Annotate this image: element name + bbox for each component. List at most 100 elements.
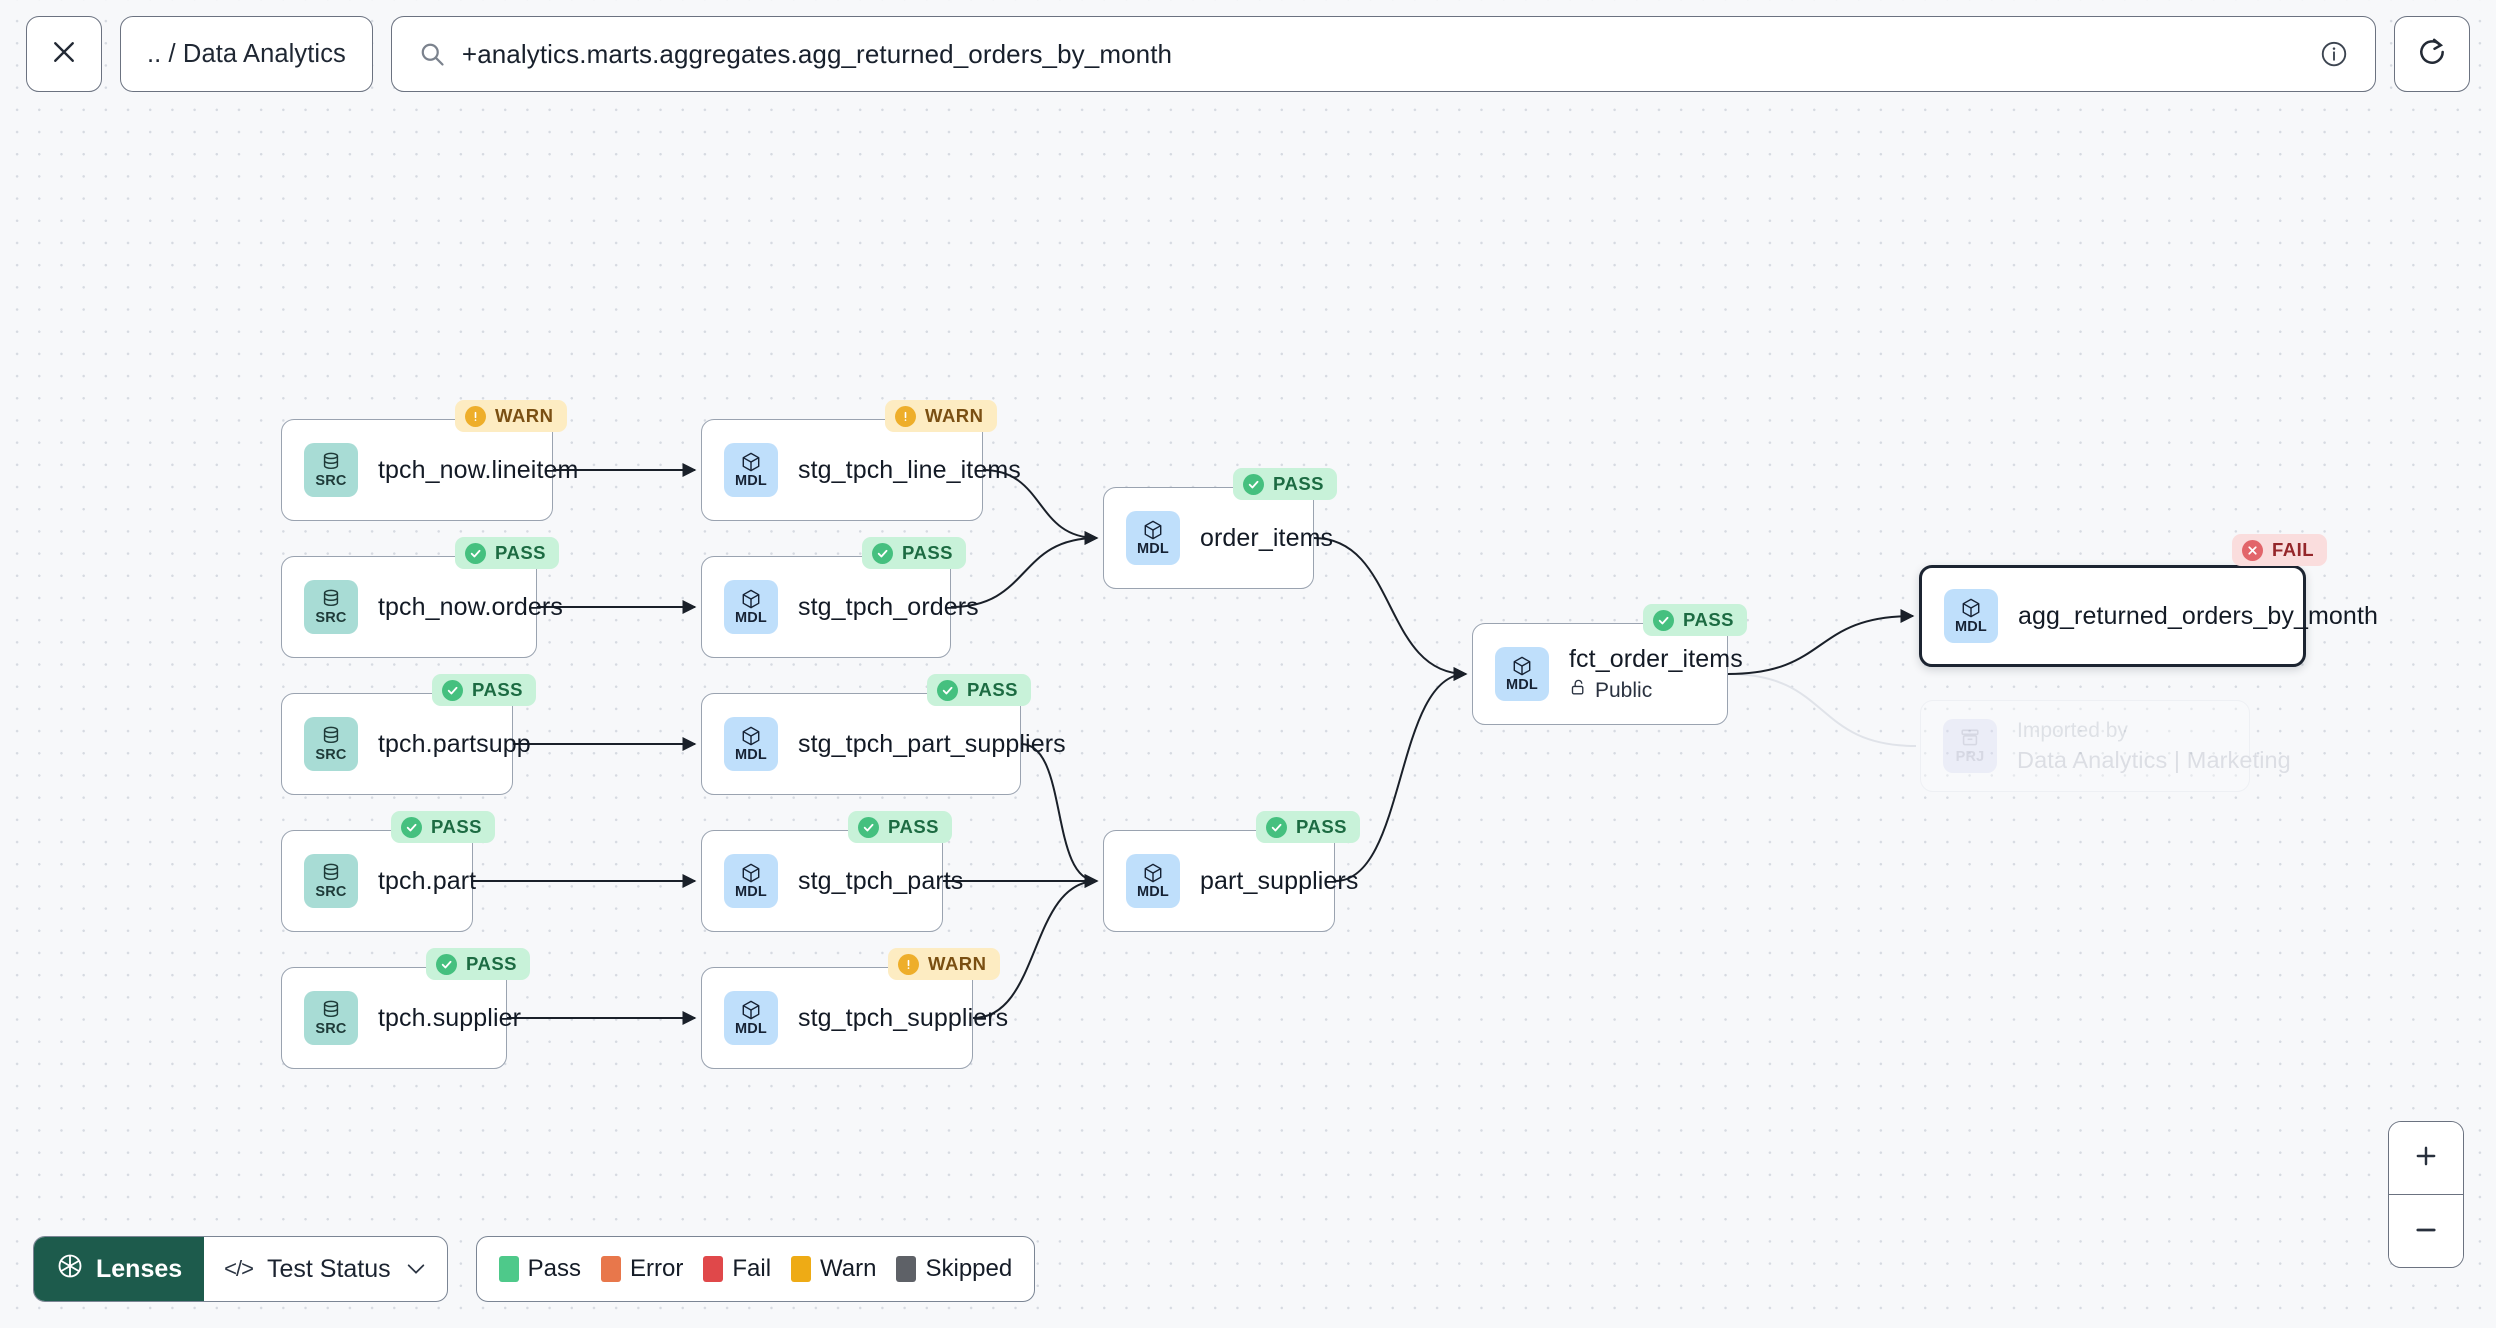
legend-item-error[interactable]: Error <box>601 1255 683 1283</box>
refresh-button[interactable] <box>2394 16 2470 92</box>
status-badge-pass[interactable]: PASS <box>927 674 1032 706</box>
status-badge-label: WARN <box>925 405 984 426</box>
status-badge-pass[interactable]: PASS <box>455 537 560 569</box>
info-icon[interactable] <box>2319 39 2349 69</box>
cube-icon <box>740 725 762 747</box>
node-title: tpch_now.orders <box>378 592 563 621</box>
status-badge-label: PASS <box>431 816 483 837</box>
graph-node-stg_orders[interactable]: MDL stg_tpch_orders <box>701 556 979 658</box>
node-title: part_suppliers <box>1200 866 1359 895</box>
test-status-dropdown[interactable]: </> Test Status <box>204 1237 446 1301</box>
node-text: tpch.supplier <box>378 1004 521 1033</box>
archive-icon <box>1959 727 1981 749</box>
node-title: stg_tpch_part_suppliers <box>798 729 1066 758</box>
node-kind-label: SRC <box>315 473 347 490</box>
node-kind-badge-src: SRC <box>304 991 358 1045</box>
status-badge-pass[interactable]: PASS <box>432 674 537 706</box>
status-badge-pass[interactable]: PASS <box>862 537 967 569</box>
node-kind-badge-mdl: MDL <box>724 717 778 771</box>
legend-item-fail[interactable]: Fail <box>703 1255 771 1283</box>
status-badge-pass[interactable]: PASS <box>391 811 496 843</box>
zoom-out-button[interactable] <box>2389 1195 2463 1267</box>
lenses-button[interactable]: Lenses <box>34 1237 205 1301</box>
search-input[interactable]: +analytics.marts.aggregates.agg_returned… <box>461 38 1173 69</box>
legend-label: Skipped <box>925 1255 1013 1282</box>
node-title: agg_returned_orders_by_month <box>2018 601 2378 630</box>
status-badge-label: FAIL <box>2272 539 2315 560</box>
minus-icon <box>2412 1216 2440 1247</box>
status-badge-fail[interactable]: FAIL <box>2232 534 2328 566</box>
node-kind-label: MDL <box>734 610 767 627</box>
legend-item-skipped[interactable]: Skipped <box>896 1255 1012 1283</box>
breadcrumb[interactable]: .. / Data Analytics <box>120 16 373 92</box>
legend-item-warn[interactable]: Warn <box>791 1255 876 1283</box>
check-icon <box>1243 473 1264 495</box>
node-visibility-label: Public <box>1595 678 1653 702</box>
legend-label: Warn <box>820 1255 877 1282</box>
status-badge-pass[interactable]: PASS <box>848 811 953 843</box>
exclaim-icon <box>898 953 919 975</box>
top-toolbar: .. / Data Analytics +analytics.marts.agg… <box>0 0 2496 108</box>
status-badge-pass[interactable]: PASS <box>1643 604 1748 636</box>
status-badge-pass[interactable]: PASS <box>1256 811 1361 843</box>
search-icon <box>418 40 446 68</box>
lenses-group: Lenses </> Test Status <box>33 1236 448 1302</box>
legend-swatch <box>498 1256 519 1282</box>
graph-node-src_supplier[interactable]: SRC tpch.supplier <box>281 967 521 1069</box>
lenses-label: Lenses <box>96 1254 183 1283</box>
status-badge-label: PASS <box>466 953 518 974</box>
status-badge-warn[interactable]: WARN <box>885 400 997 432</box>
node-title: stg_tpch_line_items <box>798 455 1021 484</box>
status-badge-label: PASS <box>1273 473 1325 494</box>
graph-node-stg_line[interactable]: MDL stg_tpch_line_items <box>701 419 1021 521</box>
node-kind-label: MDL <box>734 747 767 764</box>
close-button[interactable] <box>26 16 102 92</box>
chevron-down-icon <box>405 1262 427 1276</box>
edge-fct_order_items-to-imported_by <box>1727 673 1917 747</box>
graph-node-stg_partsupp[interactable]: MDL stg_tpch_part_suppliers <box>701 693 1066 795</box>
node-kind-label: SRC <box>315 884 347 901</box>
status-badge-label: PASS <box>1683 609 1735 630</box>
node-title: order_items <box>1200 523 1334 552</box>
status-badge-label: PASS <box>495 542 547 563</box>
status-badge-warn[interactable]: WARN <box>455 400 567 432</box>
status-badge-pass[interactable]: PASS <box>1233 468 1338 500</box>
status-badge-label: PASS <box>472 679 524 700</box>
refresh-icon <box>2416 36 2448 73</box>
breadcrumb-label: .. / Data Analytics <box>147 39 346 68</box>
node-kind-badge-src: SRC <box>304 717 358 771</box>
check-icon <box>436 953 457 975</box>
node-kind-badge-mdl: MDL <box>724 854 778 908</box>
legend-item-pass[interactable]: Pass <box>498 1255 581 1283</box>
status-badge-warn[interactable]: WARN <box>888 948 1000 980</box>
node-title: stg_tpch_orders <box>798 592 979 621</box>
node-kind-badge-mdl: MDL <box>724 991 778 1045</box>
node-kind-badge-mdl: MDL <box>724 443 778 497</box>
edge-stg_partsupp-to-part_suppliers <box>1020 743 1099 888</box>
status-badge-label: PASS <box>1296 816 1348 837</box>
zoom-in-button[interactable] <box>2389 1121 2463 1194</box>
cube-icon <box>740 862 762 884</box>
node-text: stg_tpch_orders <box>798 592 979 622</box>
check-icon <box>937 679 958 701</box>
code-icon: </> <box>224 1256 254 1281</box>
status-badge-pass[interactable]: PASS <box>426 948 531 980</box>
search-bar[interactable]: +analytics.marts.aggregates.agg_returned… <box>390 16 2376 92</box>
cube-icon <box>1142 519 1164 541</box>
node-kind-badge-mdl: MDL <box>724 580 778 634</box>
